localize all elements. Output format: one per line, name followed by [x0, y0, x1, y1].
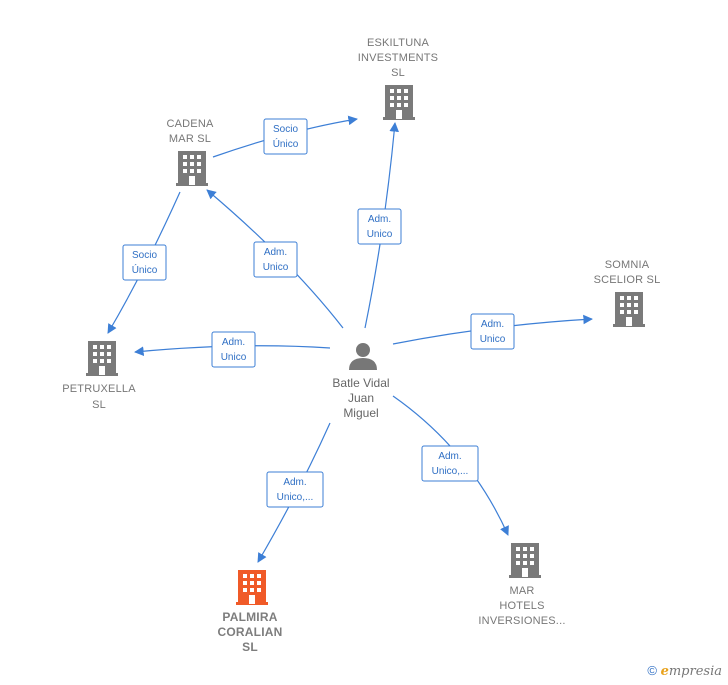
- relation-line-1: Adm.: [222, 337, 245, 348]
- relation-line-2: Unico: [263, 262, 289, 273]
- building-icon: [383, 85, 415, 120]
- building-icon: [236, 570, 268, 605]
- relation-label-person-palmira[interactable]: Adm. Unico,...: [266, 471, 324, 508]
- company-name-line-1: MAR: [509, 585, 534, 597]
- company-name-line-1: PETRUXELLA: [62, 383, 136, 395]
- company-name-line-3: SL: [391, 67, 405, 79]
- building-icon: [176, 151, 208, 186]
- company-node-cadena[interactable]: CADENA MAR SL: [166, 118, 214, 186]
- person-icon: [349, 343, 377, 370]
- company-name-line-2: INVESTMENTS: [358, 52, 438, 64]
- copyright-symbol: ©: [647, 663, 657, 678]
- relation-line-2: Unico,...: [277, 492, 314, 503]
- brand-logo[interactable]: empresia: [660, 664, 722, 679]
- person-name-line-3: Miguel: [343, 406, 378, 420]
- company-node-petruxella[interactable]: PETRUXELLA SL: [62, 341, 136, 411]
- building-icon: [509, 543, 541, 578]
- relation-line-1: Adm.: [368, 214, 391, 225]
- copyright-footer: © empresia: [647, 663, 722, 679]
- company-node-palmira[interactable]: PALMIRA CORALIAN SL: [218, 570, 283, 654]
- company-name-line-2: SCELIOR SL: [594, 274, 661, 286]
- company-name-line-1: SOMNIA: [605, 259, 650, 271]
- person-name-line-2: Juan: [348, 391, 374, 405]
- company-node-somnia[interactable]: SOMNIA SCELIOR SL: [594, 259, 661, 327]
- relation-line-2: Unico: [367, 229, 393, 240]
- relation-line-2: Unico: [480, 334, 506, 345]
- company-name-line-2: SL: [92, 399, 106, 411]
- relation-line-2: Único: [132, 263, 158, 276]
- relation-line-1: Adm.: [264, 247, 287, 258]
- company-node-eskiltuna[interactable]: ESKILTUNA INVESTMENTS SL: [358, 37, 438, 120]
- relation-label-person-somnia[interactable]: Adm. Unico: [470, 313, 515, 350]
- company-name-line-3: INVERSIONES...: [478, 615, 565, 627]
- relation-label-person-eskiltuna[interactable]: Adm. Unico: [357, 208, 402, 245]
- company-node-mar[interactable]: MAR HOTELS INVERSIONES...: [478, 543, 565, 627]
- relation-label-cadena-eskiltuna[interactable]: Socio Único: [263, 118, 308, 155]
- relation-label-person-petruxella[interactable]: Adm. Unico: [211, 331, 256, 368]
- relation-line-2: Único: [273, 137, 299, 150]
- relation-label-person-cadena[interactable]: Adm. Unico: [253, 241, 298, 278]
- company-name-line-2: CORALIAN: [218, 625, 283, 639]
- relation-line-2: Unico: [221, 352, 247, 363]
- company-name-line-1: CADENA: [166, 118, 214, 130]
- relation-line-1: Socio: [273, 124, 298, 135]
- relation-label-cadena-petruxella[interactable]: Socio Único: [122, 244, 167, 281]
- company-name-line-2: HOTELS: [499, 600, 544, 612]
- company-name-line-1: ESKILTUNA: [367, 37, 430, 49]
- person-node[interactable]: Batle Vidal Juan Miguel: [332, 343, 390, 420]
- building-icon: [613, 292, 645, 327]
- relation-label-person-mar[interactable]: Adm. Unico,...: [421, 445, 479, 482]
- relation-line-1: Adm.: [283, 477, 306, 488]
- relation-line-1: Adm.: [481, 319, 504, 330]
- company-name-line-3: SL: [242, 640, 258, 654]
- relation-line-2: Unico,...: [432, 466, 469, 477]
- building-icon: [86, 341, 118, 376]
- person-name-line-1: Batle Vidal: [332, 376, 389, 390]
- company-name-line-1: PALMIRA: [222, 610, 277, 624]
- relation-line-1: Adm.: [438, 451, 461, 462]
- relation-line-1: Socio: [132, 250, 157, 261]
- company-name-line-2: MAR SL: [169, 133, 211, 145]
